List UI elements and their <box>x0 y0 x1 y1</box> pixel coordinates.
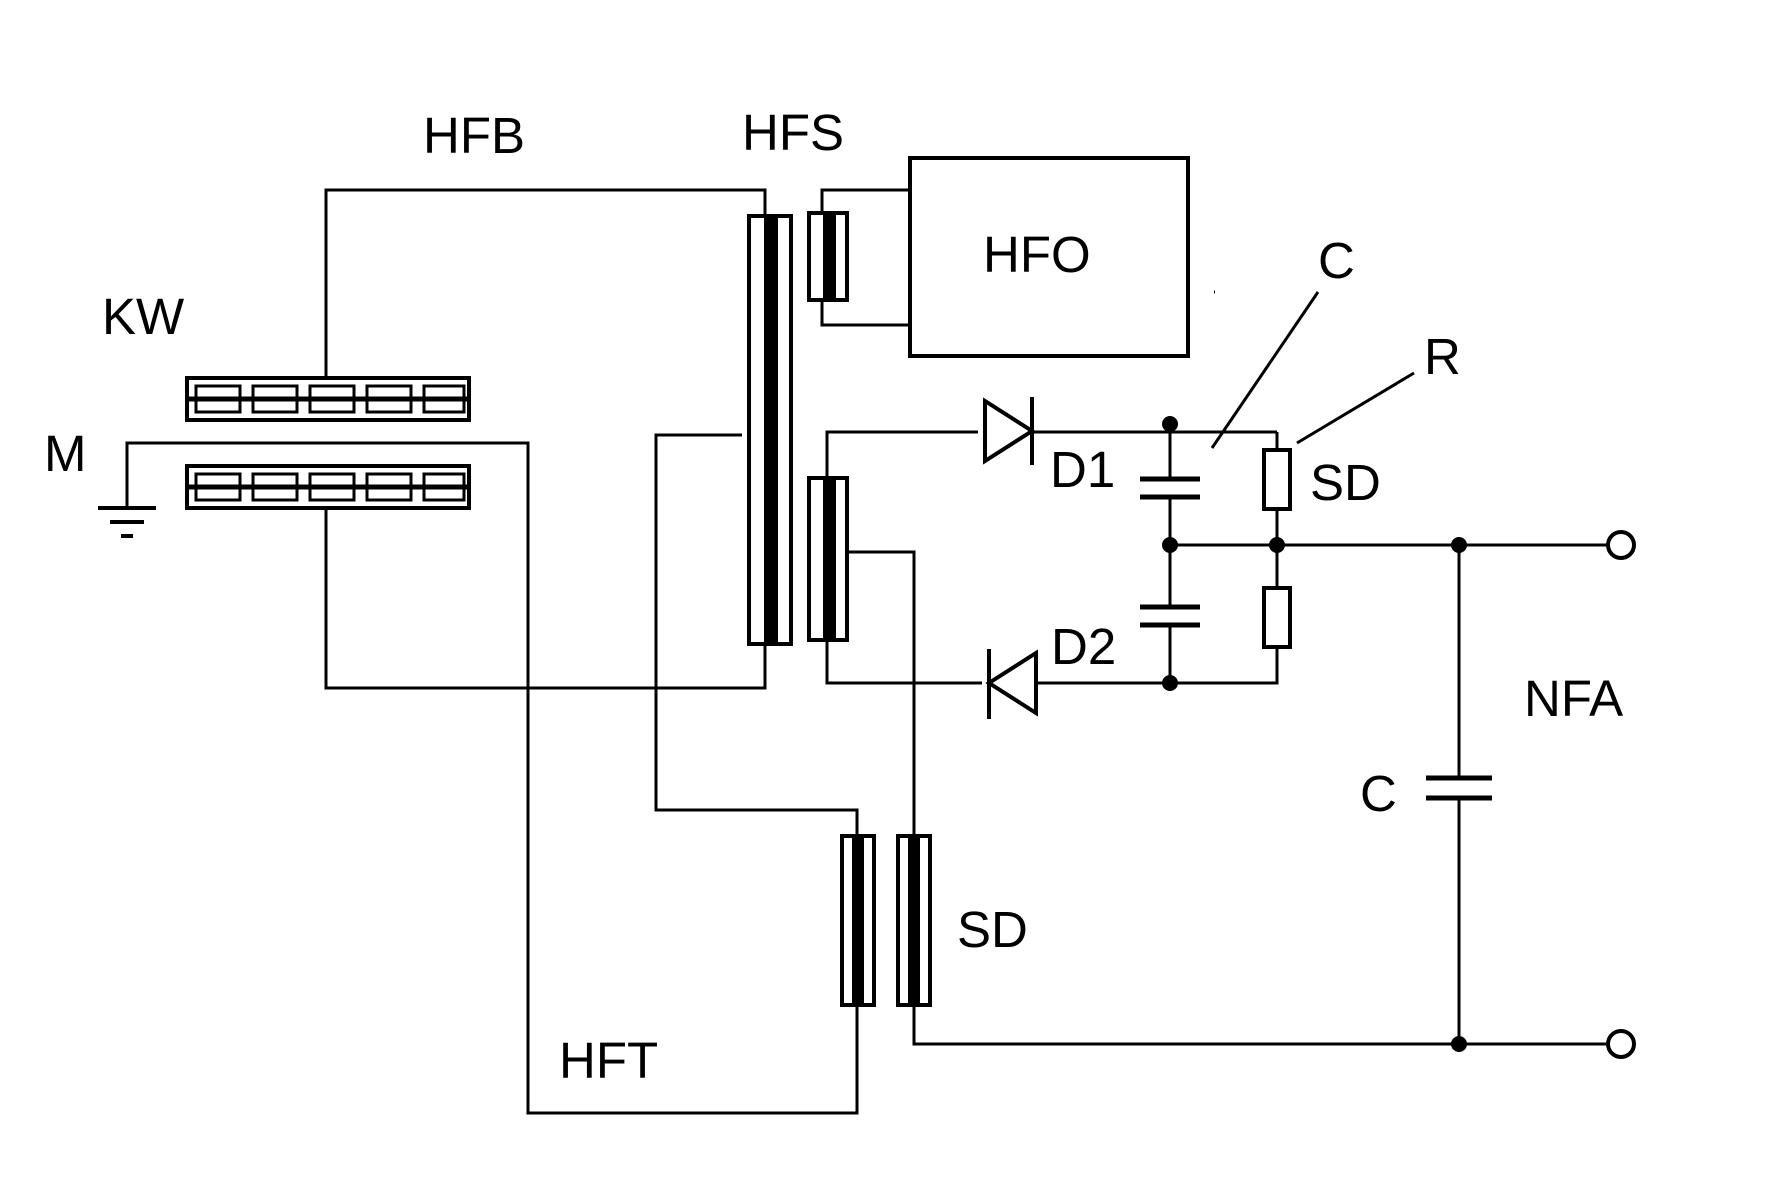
wire-d2-in <box>825 640 982 685</box>
label-c-top: C <box>1318 232 1355 289</box>
wire-hfo-bottom <box>820 300 910 327</box>
junction-dot <box>1451 1036 1467 1052</box>
wire-hfo-top <box>820 188 910 213</box>
hfs-primary-coil <box>747 214 793 646</box>
transformer-hfs <box>747 211 849 646</box>
label-kw: KW <box>102 288 184 345</box>
labels: HFB HFS HFO KW M C R SD D1 D2 NFA C SD H… <box>44 104 1623 1089</box>
label-sd-choke: SD <box>957 901 1028 958</box>
label-nfa: NFA <box>1524 670 1623 727</box>
label-hfo: HFO <box>983 226 1091 283</box>
output-terminals <box>1606 530 1636 1059</box>
diode-d1-icon <box>983 397 1036 465</box>
output-terminal-top <box>1606 530 1636 560</box>
callout-r-arm <box>1296 371 1415 445</box>
wire-hfb-top <box>324 188 767 378</box>
resistor-r1-icon <box>1262 448 1292 511</box>
junction-dot <box>1162 416 1178 432</box>
hfs-secondary-coil <box>807 476 849 642</box>
wire-hft-loop <box>654 433 859 836</box>
hfo-block <box>908 156 1190 358</box>
label-hfs: HFS <box>742 104 844 161</box>
label-hfb: HFB <box>423 107 525 164</box>
junction-dot <box>1162 537 1178 553</box>
label-c-output: C <box>1360 765 1397 822</box>
hft-coil <box>840 834 876 1007</box>
antenna-kw <box>185 376 471 510</box>
transformer-hft <box>840 834 932 1007</box>
wire-d1-in <box>825 430 978 478</box>
capacitor-c2-icon <box>1140 604 1200 628</box>
label-hft: HFT <box>559 1032 658 1089</box>
wire-bottom-output <box>912 1005 1608 1046</box>
junction-dot <box>1269 537 1285 553</box>
label-d2: D2 <box>1051 618 1116 675</box>
callout-lines <box>1210 290 1415 449</box>
junction-dot <box>1162 675 1178 691</box>
capacitor-c1-icon <box>1140 476 1200 500</box>
output-terminal-bottom <box>1606 1029 1636 1059</box>
wire-hfb-bottom <box>324 507 767 690</box>
wire-centertap <box>846 550 916 836</box>
antenna-lower-element <box>185 464 471 510</box>
wire-m <box>125 441 859 1115</box>
callout-c-arm <box>1210 291 1320 449</box>
label-m: M <box>44 425 86 482</box>
label-d1: D1 <box>1050 441 1115 498</box>
label-sd-resistor: SD <box>1310 454 1381 511</box>
diode-d2-icon <box>985 649 1038 719</box>
sd-choke-coil <box>896 834 932 1007</box>
ground-icon <box>98 506 156 538</box>
junction-dot <box>1451 537 1467 553</box>
capacitor-output-icon <box>1426 775 1492 801</box>
antenna-upper-element <box>185 376 471 422</box>
hfs-hfo-coil <box>807 211 849 302</box>
label-r: R <box>1424 328 1461 385</box>
wire-d2-out <box>1036 647 1279 685</box>
junction-dots <box>1162 416 1467 1052</box>
resistor-r2-icon <box>1262 586 1292 649</box>
